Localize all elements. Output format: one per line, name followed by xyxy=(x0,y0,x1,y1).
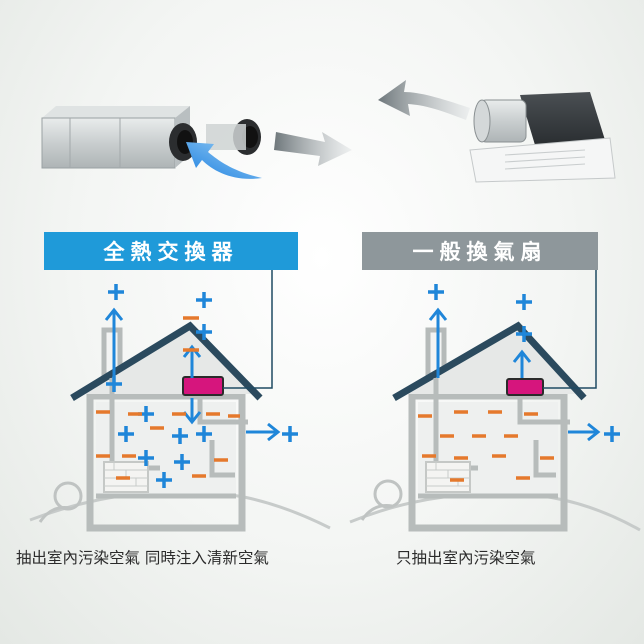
exhaust-fan-title-banner: 一般換氣扇 xyxy=(362,232,598,270)
heat-exchanger-unit xyxy=(41,106,261,169)
polluted-air-minus-right xyxy=(418,410,554,482)
fresh-air-intake-arrow xyxy=(186,142,262,179)
fresh-air-plus-left xyxy=(106,284,298,488)
ceiling-fan-unit xyxy=(469,92,616,183)
person-silhouette-icon xyxy=(38,481,83,523)
heat-exchanger-device xyxy=(182,376,224,396)
person-silhouette-icon xyxy=(360,479,403,521)
fan-exhaust-arrow xyxy=(378,80,470,120)
airflow-arrows-left xyxy=(104,307,281,442)
exchange-double-arrow xyxy=(274,132,352,166)
polluted-air-minus-left xyxy=(96,316,240,480)
house-left xyxy=(29,270,331,532)
exhaust-fan-caption: 只抽出室內污染空氣 xyxy=(396,549,536,567)
airflow-arrows-right xyxy=(428,307,601,442)
house-right xyxy=(349,270,641,532)
fresh-air-plus-right xyxy=(428,284,620,442)
heat-exchanger-caption: 抽出室內污染空氣 同時注入清新空氣 xyxy=(16,549,269,567)
heat-exchanger-title-banner: 全熱交換器 xyxy=(44,232,298,270)
exhaust-fan-device xyxy=(506,378,544,396)
